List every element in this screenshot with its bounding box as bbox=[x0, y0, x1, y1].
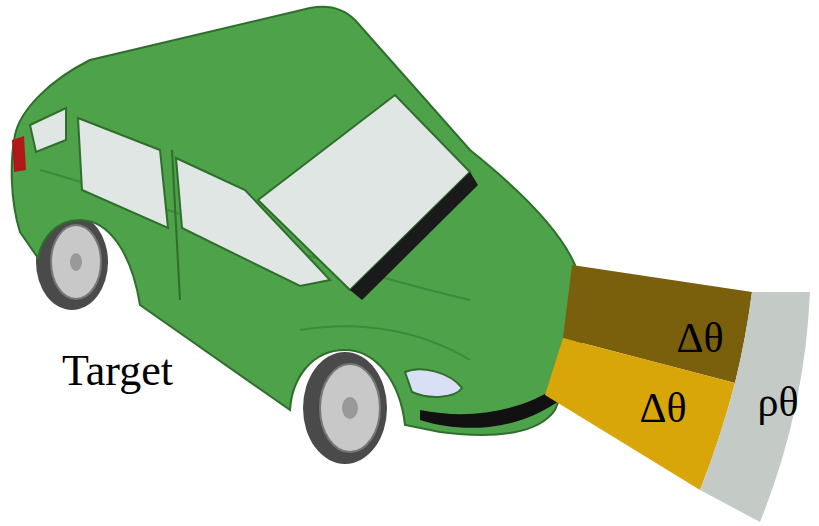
front-rim bbox=[320, 364, 380, 452]
band-label: ρθ bbox=[757, 378, 798, 426]
rho-band: ρθ bbox=[698, 290, 812, 524]
front-tire bbox=[303, 352, 387, 464]
band-shape bbox=[545, 338, 735, 490]
band-shape bbox=[700, 292, 810, 522]
band-label: Δθ bbox=[676, 314, 723, 362]
rear-door-window bbox=[78, 118, 168, 228]
rear-light bbox=[12, 136, 26, 172]
wiper-strip bbox=[350, 172, 478, 300]
headlight bbox=[405, 369, 462, 397]
band-label: Δθ bbox=[639, 384, 686, 432]
car-body bbox=[12, 7, 583, 435]
rear-hub bbox=[70, 253, 82, 271]
target-label: Target bbox=[62, 345, 173, 396]
front-hub bbox=[342, 397, 358, 419]
door-line bbox=[172, 150, 180, 300]
rear-window bbox=[30, 108, 66, 152]
windshield bbox=[258, 95, 470, 290]
rear-rim bbox=[51, 225, 101, 299]
wheel-arch-line bbox=[300, 326, 470, 360]
delta-band: Δθ bbox=[543, 336, 737, 492]
